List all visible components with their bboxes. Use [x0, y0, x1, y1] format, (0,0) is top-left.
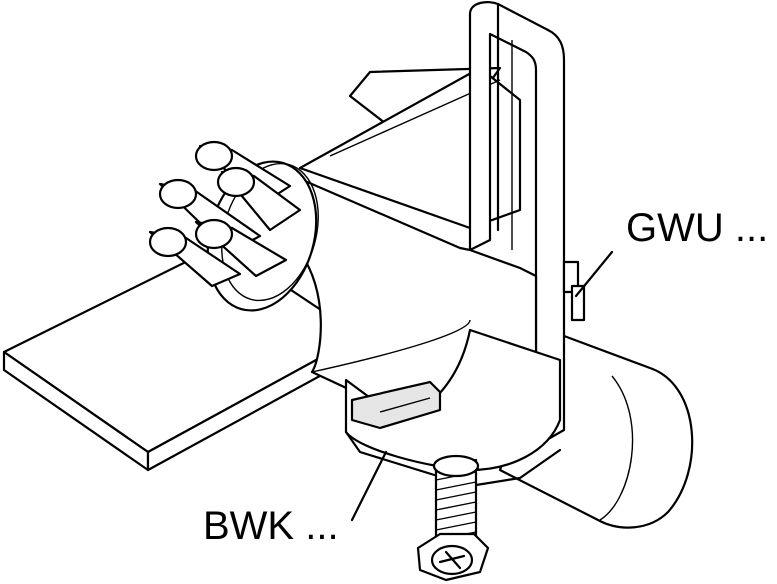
gwu-leader-line — [574, 250, 614, 298]
clamp-saddle — [344, 328, 562, 488]
cable-bundle — [148, 140, 302, 288]
mounting-plate — [2, 242, 362, 472]
bwk-label: BWK ... — [203, 504, 339, 548]
gwu-label: GWU ... — [626, 206, 769, 250]
hanger-bracket — [468, 1, 586, 448]
bwk-leader-line — [350, 450, 388, 522]
clamp-screw — [416, 454, 490, 582]
